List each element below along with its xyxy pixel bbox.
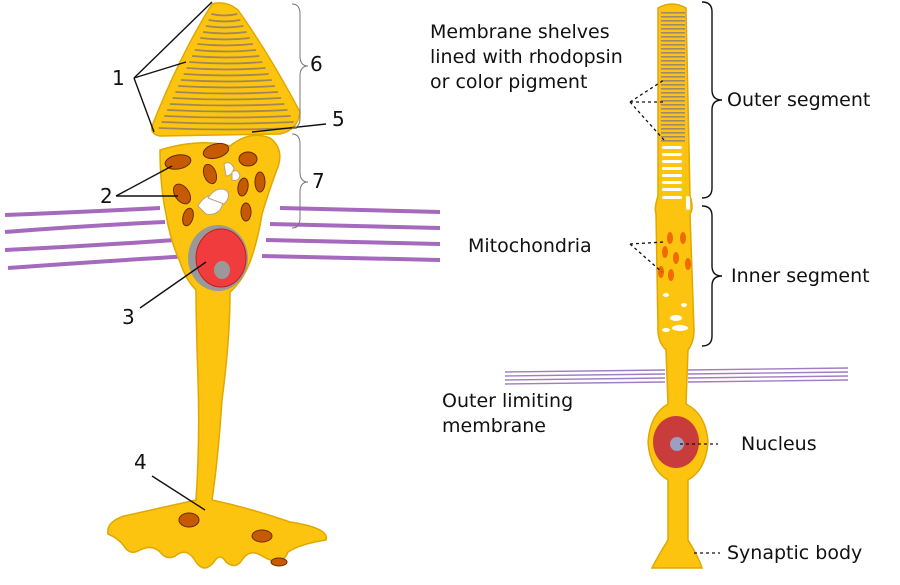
rod-disc [661, 108, 685, 110]
rod-disc [661, 84, 685, 86]
cone-disc [178, 85, 275, 89]
cone-disc [164, 115, 291, 119]
rod-disc [661, 96, 685, 98]
rod-disc [661, 20, 685, 22]
rod-disc [661, 140, 685, 142]
left-braces [291, 3, 309, 229]
rod-cilium-gaps [662, 196, 690, 210]
left-golgi [197, 162, 241, 215]
rod-disc [661, 124, 685, 126]
rod-disc [661, 116, 685, 118]
label-4: 4 [134, 450, 147, 474]
cone-outer-segment [150, 2, 301, 137]
right-nucleus [653, 416, 699, 468]
cone-disc [200, 37, 250, 41]
olm-label-line1: Outer limiting [442, 390, 573, 412]
rod-disc [661, 112, 685, 114]
cone-disc [211, 13, 238, 17]
rod-disc [661, 64, 685, 66]
rod-disc [661, 12, 685, 14]
synaptic-body-label: Synaptic body [727, 542, 862, 564]
left-number-labels: 1 2 3 4 5 6 7 [100, 52, 345, 474]
cone-disc [167, 109, 288, 113]
cone-disc [202, 31, 247, 35]
cone-inner-segment [107, 134, 328, 569]
rod-disc [661, 104, 685, 106]
rod-disc [661, 92, 685, 94]
rod-shelf-gap [662, 174, 682, 177]
rod-disc [661, 56, 685, 58]
right-braces [701, 1, 723, 347]
rod-disc [661, 32, 685, 34]
cone-disc [189, 61, 263, 65]
cone-disc [194, 49, 257, 53]
right-leader-lines [629, 79, 720, 554]
rod-discs [661, 12, 685, 191]
cone-disc [197, 43, 254, 47]
right-vesicles [662, 293, 688, 332]
rod-disc [661, 40, 685, 42]
cone-disc [175, 91, 279, 95]
label-1: 1 [112, 66, 125, 90]
cone-disc [205, 25, 244, 29]
label-2: 2 [100, 184, 113, 208]
rod-disc [661, 60, 685, 62]
rod-shelf-gap [662, 146, 682, 149]
label-7: 7 [312, 169, 325, 193]
inner-segment-label: Inner segment [731, 265, 870, 287]
left-membrane-lines [4, 206, 441, 270]
nucleus-label: Nucleus [741, 433, 817, 455]
rod-disc [661, 80, 685, 82]
rod-disc [661, 76, 685, 78]
right-rod-cell: Membrane shelves lined with rhodopsin or… [430, 1, 870, 569]
cone-disc [169, 103, 285, 107]
rod-disc [661, 132, 685, 134]
rod-disc [661, 24, 685, 26]
label-6: 6 [310, 52, 323, 76]
cone-disc [172, 97, 282, 101]
rod-disc [661, 120, 685, 122]
left-nucleus [188, 225, 248, 291]
rod-shelf-gap [662, 153, 682, 156]
rod-disc [661, 68, 685, 70]
shelves-label-line2: lined with rhodopsin [430, 46, 623, 68]
cone-disc [161, 121, 294, 125]
outer-segment-label: Outer segment [727, 89, 870, 111]
cone-disc [180, 79, 272, 83]
cone-disc [183, 73, 269, 77]
rod-shelf-gap [662, 160, 682, 163]
shelves-label-line1: Membrane shelves [430, 21, 610, 43]
cone-disc [208, 19, 241, 23]
rod-disc [661, 72, 685, 74]
rod-disc [661, 88, 685, 90]
left-cone-cell: 1 2 3 4 5 6 7 [4, 1, 441, 569]
right-membrane-lines [504, 367, 849, 385]
rod-shelf-gap [662, 167, 682, 170]
rod-disc [661, 136, 685, 138]
rod-disc [661, 128, 685, 130]
rod-disc [661, 52, 685, 54]
rod-disc [661, 100, 685, 102]
rod-disc [661, 48, 685, 50]
right-text-labels: Membrane shelves lined with rhodopsin or… [430, 21, 870, 564]
rod-disc [661, 16, 685, 18]
rod-disc [661, 44, 685, 46]
rod-disc [661, 28, 685, 30]
left-leader-lines [115, 1, 327, 511]
rod-shelf-gap [662, 181, 682, 184]
mitochondria-label: Mitochondria [468, 235, 592, 257]
rod-disc [661, 36, 685, 38]
label-3: 3 [122, 305, 135, 329]
cone-disc [191, 55, 260, 59]
shelves-label-line3: or color pigment [430, 71, 587, 93]
rod-shelf-gap [662, 188, 682, 191]
label-5: 5 [332, 107, 345, 131]
cone-disc [186, 67, 266, 71]
olm-label-line2: membrane [442, 415, 546, 437]
